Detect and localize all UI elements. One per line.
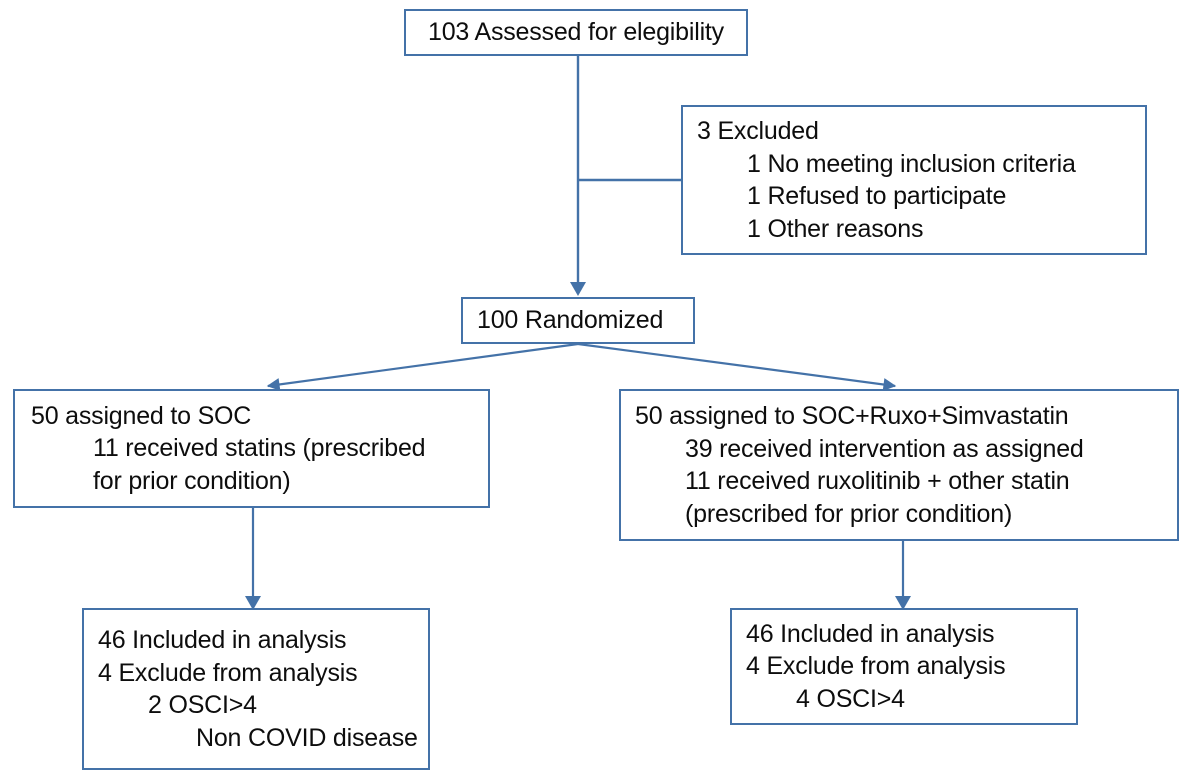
node-arm-treatment-line-1: 50 assigned to SOC+Ruxo+Simvastatin xyxy=(635,402,1069,430)
node-analysis-treatment-line-1: 46 Included in analysis xyxy=(746,619,995,648)
node-excluded-line-4: 1 Other reasons xyxy=(747,214,924,243)
node-analysis-treatment-line-3: 4 OSCI>4 xyxy=(796,684,905,713)
connector-randomized-to-arm-treatment xyxy=(577,342,897,391)
node-excluded-line-2: 1 No meeting inclusion criteria xyxy=(747,149,1076,178)
node-arm-control-line-2: 11 received statins (prescribed xyxy=(93,434,426,463)
node-assessed-for-eligibility: 103 Assessed for elegibility xyxy=(404,9,748,56)
connector-arm-control-to-analysis xyxy=(245,508,261,610)
connector-arm-treatment-to-analysis xyxy=(895,541,911,610)
node-arm-control-line-3: for prior condition) xyxy=(93,466,291,495)
node-analysis-control-line-4: Non COVID disease xyxy=(196,723,418,752)
node-analysis-control: 46 Included in analysis 4 Exclude from a… xyxy=(82,608,430,770)
node-analysis-control-line-1: 46 Included in analysis xyxy=(98,626,347,654)
node-randomized: 100 Randomized xyxy=(461,297,695,344)
node-arm-control-line-1: 50 assigned to SOC xyxy=(31,401,252,430)
node-excluded-line-3: 1 Refused to participate xyxy=(747,182,1007,210)
node-analysis-control-line-3: 2 OSCI>4 xyxy=(148,691,257,719)
node-excluded: 3 Excluded 1 No meeting inclusion criter… xyxy=(681,105,1147,255)
node-assessed-line-1: 103 Assessed for elegibility xyxy=(428,18,724,47)
node-excluded-line-1: 3 Excluded xyxy=(697,117,819,145)
node-arm-treatment-line-3: 11 received ruxolitinib + other statin xyxy=(685,467,1070,495)
node-analysis-treatment: 46 Included in analysis 4 Exclude from a… xyxy=(730,608,1078,725)
node-arm-control: 50 assigned to SOC 11 received statins (… xyxy=(13,389,490,508)
connector-randomized-to-arm-control xyxy=(266,342,579,391)
node-randomized-line-1: 100 Randomized xyxy=(477,306,664,335)
node-arm-treatment: 50 assigned to SOC+Ruxo+Simvastatin 39 r… xyxy=(619,389,1179,541)
node-analysis-treatment-line-2: 4 Exclude from analysis xyxy=(746,652,1006,681)
connector-assessed-to-randomized xyxy=(570,56,586,296)
node-arm-treatment-line-4: (prescribed for prior condition) xyxy=(685,499,1013,528)
node-analysis-control-line-2: 4 Exclude from analysis xyxy=(98,658,358,687)
node-arm-treatment-line-2: 39 received intervention as assigned xyxy=(685,434,1084,463)
